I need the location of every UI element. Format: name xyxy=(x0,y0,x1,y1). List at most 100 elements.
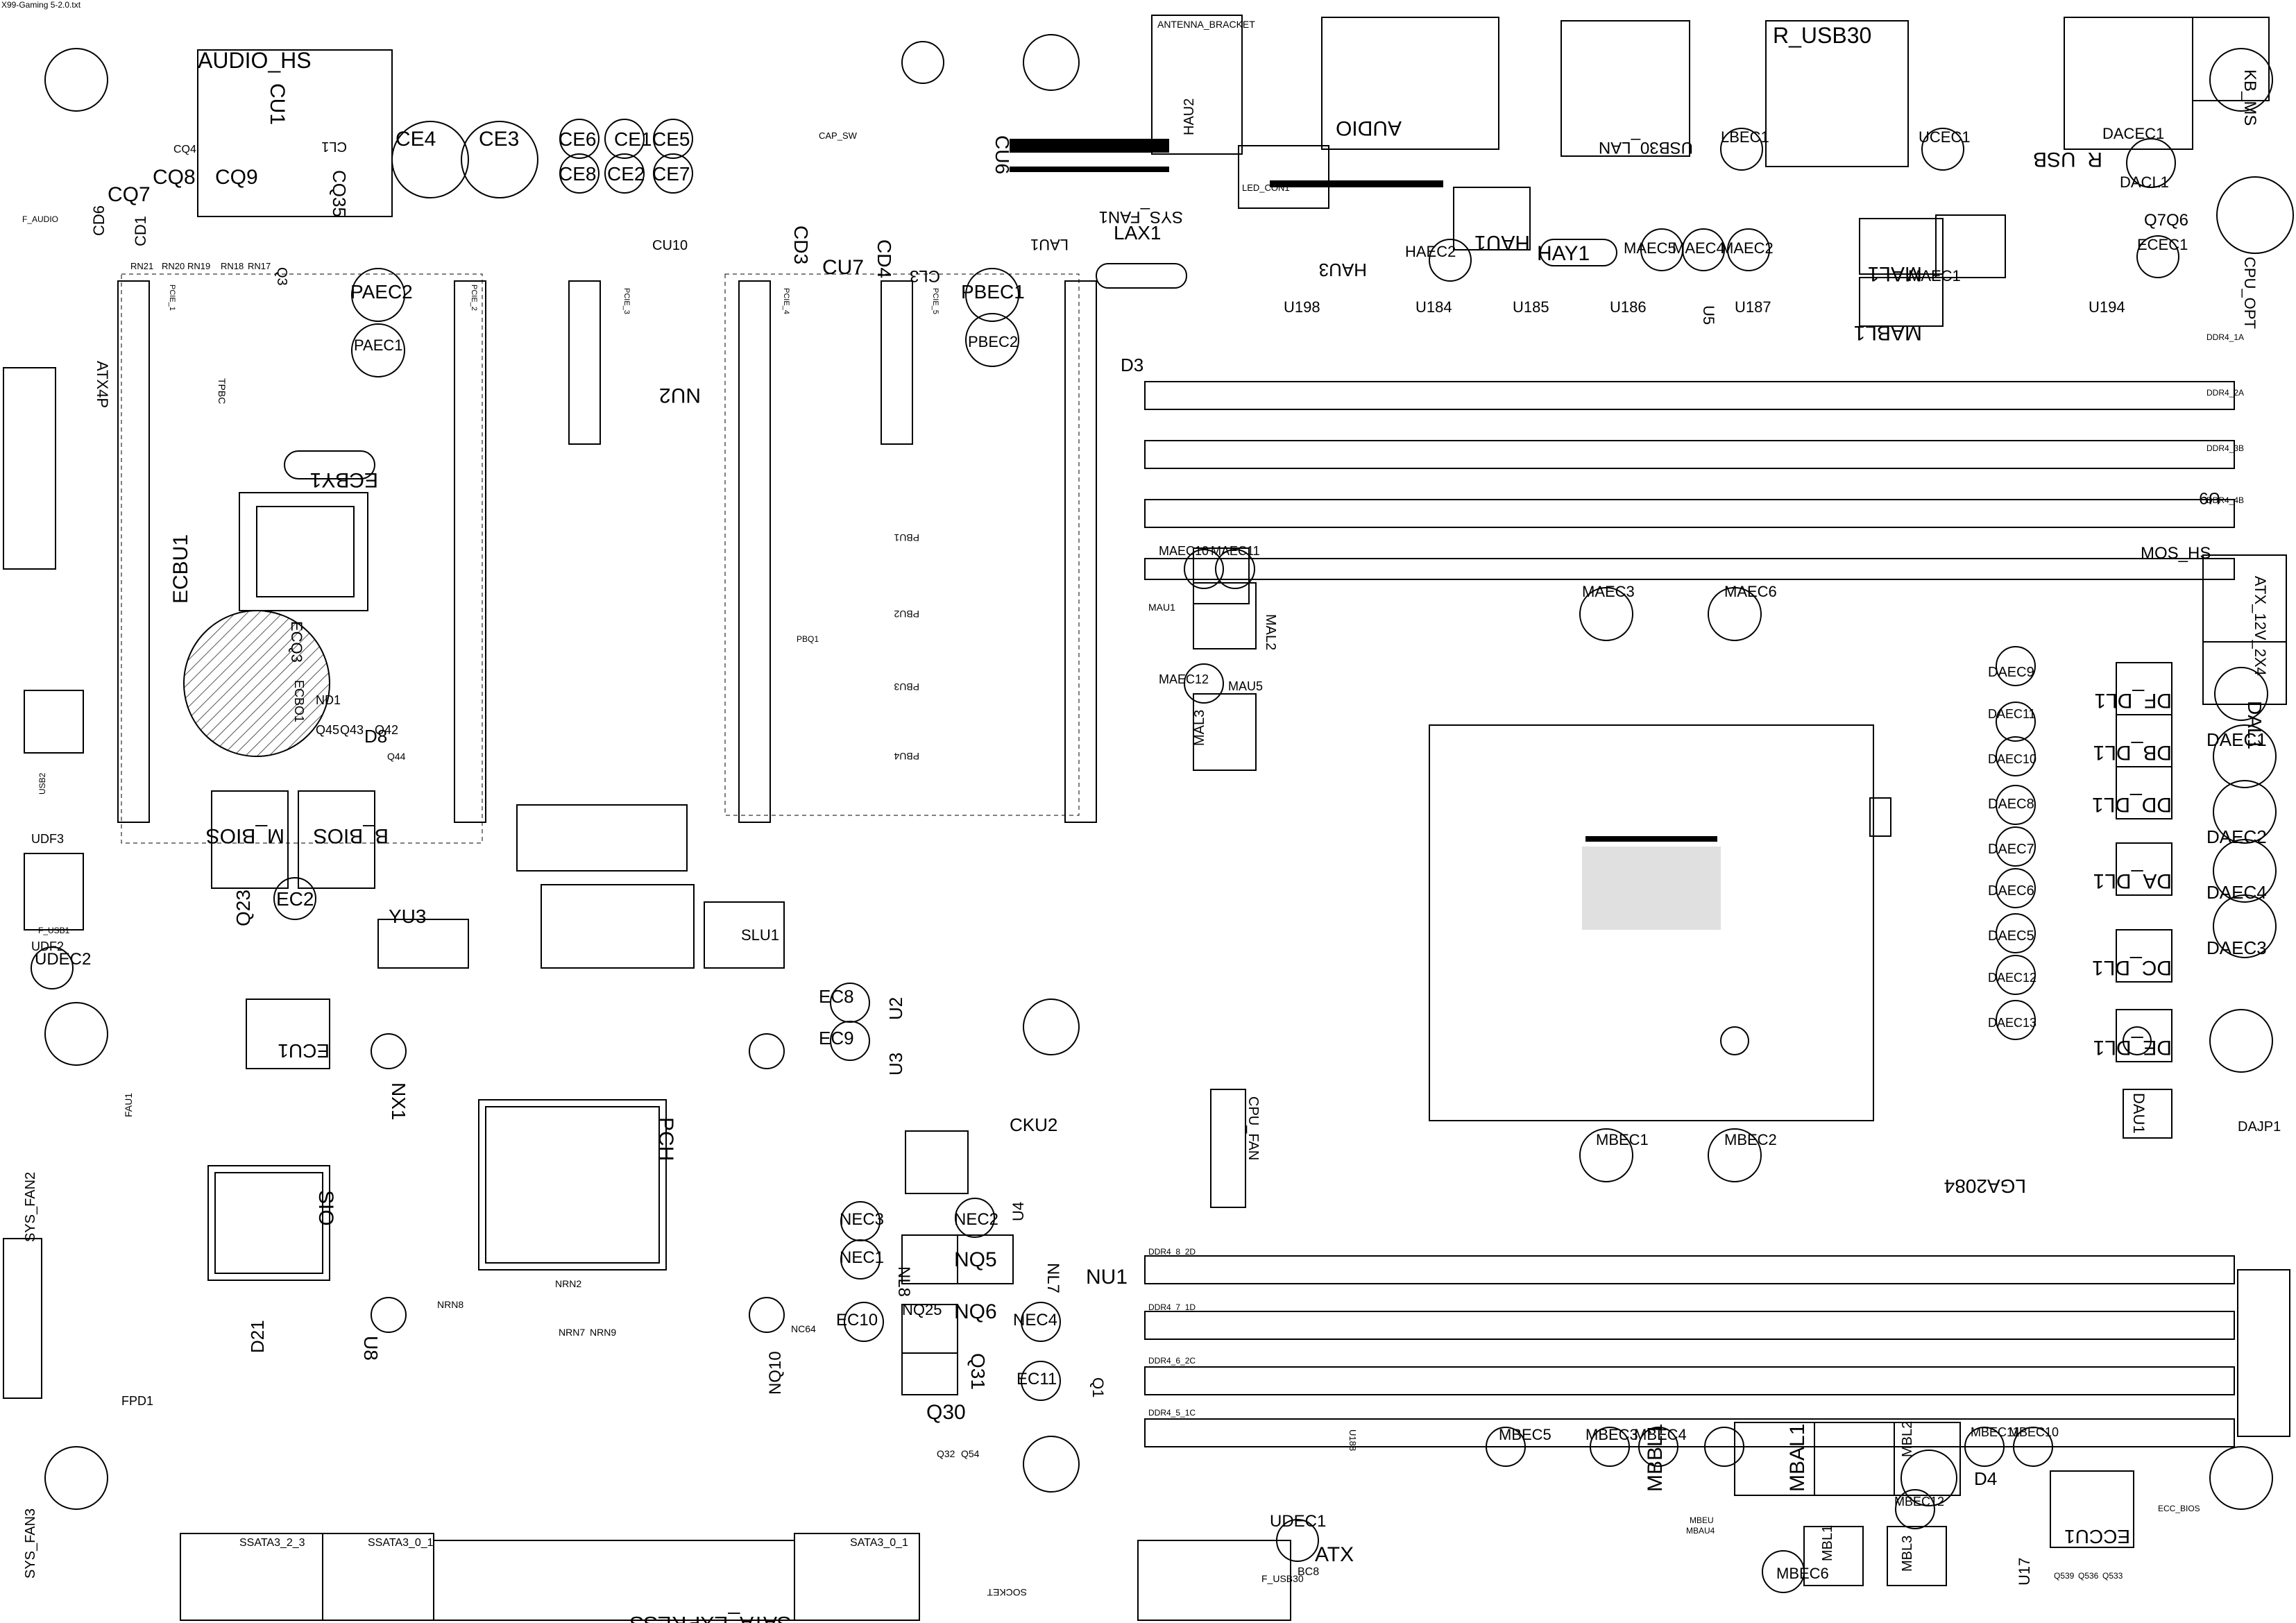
daec11-capacitor xyxy=(1996,702,2036,742)
antenna-bracket-outline xyxy=(1151,15,1243,155)
dd-dl1-outline xyxy=(2116,766,2172,819)
ecec1-capacitor xyxy=(2136,235,2179,278)
mbau4-label: MBAU4 xyxy=(1686,1526,1715,1536)
lga2084-label: LGA2084 xyxy=(1944,1175,2026,1197)
da-dl1-label: DA_DL1 xyxy=(2093,869,2172,892)
da-dl1-outline xyxy=(2116,842,2172,896)
ssata3-0-1-label: SSATA3_0_1 xyxy=(368,1537,434,1549)
pbec2-label: PBEC2 xyxy=(968,333,1018,350)
hau2-outline xyxy=(1238,145,1329,209)
ddr4-8d-label: DDR4_8_2D xyxy=(1148,1247,1196,1257)
q44-label: Q44 xyxy=(387,751,406,762)
udf3-label: UDF3 xyxy=(31,832,64,846)
u2-outline xyxy=(905,1130,969,1194)
cq35-label: CQ35 xyxy=(329,170,350,217)
ddr4-3b-label: DDR4_3B xyxy=(2206,443,2244,453)
dajp1-label: DAJP1 xyxy=(2238,1119,2281,1135)
nec3-label: NEC3 xyxy=(840,1210,884,1229)
cap-sw-label: CAP_SW xyxy=(819,130,858,141)
db-dl1-label: DB_DL1 xyxy=(2093,741,2172,764)
nq5-label: NQ5 xyxy=(954,1248,997,1271)
ddr4-slot-2a xyxy=(1144,440,2235,469)
mbec1-label: MBEC1 xyxy=(1596,1131,1649,1148)
atx-label: ATX xyxy=(1315,1543,1354,1566)
usb30-lan-label: USB30_LAN xyxy=(1599,138,1693,157)
ce7-capacitor xyxy=(653,153,693,194)
mbec1-capacitor xyxy=(1579,1128,1633,1182)
pcie1-slot-outline xyxy=(117,280,150,823)
udec1-capacitor xyxy=(1276,1519,1319,1562)
r-usb30-outline xyxy=(1765,20,1909,167)
cu7-label: CU7 xyxy=(822,256,864,279)
small-screw-d xyxy=(749,1297,785,1333)
daec5-capacitor xyxy=(1996,913,2036,953)
mbec2-capacitor xyxy=(1708,1128,1762,1182)
usb30-lan-outline xyxy=(1561,20,1690,157)
hau1-label: HAU1 xyxy=(1474,231,1530,254)
daec9-capacitor xyxy=(1996,646,2036,686)
daec8-label: DAEC8 xyxy=(1988,797,2034,812)
daec1-capacitor xyxy=(2213,724,2277,788)
ce6-label: CE6 xyxy=(559,128,596,150)
q539-label: Q539 xyxy=(2054,1571,2075,1581)
daec4-capacitor xyxy=(2213,839,2277,903)
kb-ms-label: KB_MS xyxy=(2240,69,2259,126)
file-title: X99-Gaming 5-2.0.txt xyxy=(1,0,81,10)
mbec12-label: MBEC12 xyxy=(1894,1495,1944,1509)
mbal1-outline xyxy=(1814,1422,1895,1496)
atx-12v-outline xyxy=(2202,554,2287,643)
cl3-label: CL3 xyxy=(910,266,940,285)
rn21-label: RN21 xyxy=(130,261,153,271)
cd1-label: CD1 xyxy=(132,216,149,246)
q43-label: Q43 xyxy=(340,723,364,737)
dacec1-label: DACEC1 xyxy=(2102,125,2164,142)
daec5-label: DAEC5 xyxy=(1988,928,2034,944)
nec4-label: NEC4 xyxy=(1013,1311,1057,1329)
mbal1-label: MBAL1 xyxy=(1786,1424,1809,1492)
d8-label: D8 xyxy=(364,726,387,747)
sys-fan3-label: SYS_FAN3 xyxy=(23,1509,38,1579)
u184-label: U184 xyxy=(1415,298,1452,316)
q42-label: Q42 xyxy=(375,723,398,737)
maec3-label: MAEC3 xyxy=(1582,583,1635,600)
center-mount-hole xyxy=(1023,999,1080,1055)
ecu1-outline xyxy=(246,999,330,1069)
cpu-opt-label: CPU_OPT xyxy=(2241,257,2259,329)
paec2-label: PAEC2 xyxy=(350,281,413,303)
hay1-label: HAY1 xyxy=(1537,242,1590,265)
haec2-capacitor xyxy=(1429,239,1472,282)
fpd1-label: FPD1 xyxy=(121,1394,153,1408)
nec1-label: NEC1 xyxy=(840,1248,884,1267)
pbu1-label: PBU1 xyxy=(894,532,919,543)
ecc-bios-label: ECC_BIOS xyxy=(2158,1504,2200,1513)
socket-pad-cluster xyxy=(1582,847,1721,930)
de-dl1-outline xyxy=(2116,1009,2172,1062)
cpu-fan-label: CPU_FAN xyxy=(1245,1096,1261,1160)
nrn2-label: NRN2 xyxy=(555,1278,581,1289)
pcie-zone-dashed-b xyxy=(724,273,1080,816)
mbl3-outline xyxy=(1887,1526,1947,1586)
u187-label: U187 xyxy=(1735,298,1771,316)
d3-label: D3 xyxy=(1121,355,1143,375)
socket-pad-row xyxy=(1585,836,1717,842)
mos-hs-label: MOS_HS xyxy=(2141,544,2211,563)
q54-label: Q54 xyxy=(961,1448,980,1459)
hau1-outline xyxy=(1453,187,1531,250)
ce3-label: CE3 xyxy=(479,128,519,151)
ddr4-slot-4b xyxy=(1144,558,2235,580)
mau1-label: MAU1 xyxy=(1148,602,1175,613)
mbec5-label: MBEC5 xyxy=(1499,1426,1551,1443)
ddr4-2a-label: DDR4_2A xyxy=(2206,388,2244,398)
maec6-capacitor xyxy=(1708,587,1762,641)
nd1-label: ND1 xyxy=(316,693,341,707)
mbbl1-label: MBBL1 xyxy=(1644,1424,1667,1492)
f-usb30-outline xyxy=(1137,1540,1291,1621)
ce8-label: CE8 xyxy=(559,163,596,185)
daec4-label: DAEC4 xyxy=(2206,882,2267,903)
dacl1-label: DACL1 xyxy=(2120,173,2169,191)
mal2-label: MAL2 xyxy=(1263,614,1278,650)
b-bios-outline xyxy=(298,790,375,889)
maec11-label: MAEC11 xyxy=(1211,544,1260,558)
ddr4-7d-label: DDR4_7_1D xyxy=(1148,1302,1196,1312)
mbec3-capacitor xyxy=(1590,1427,1630,1467)
